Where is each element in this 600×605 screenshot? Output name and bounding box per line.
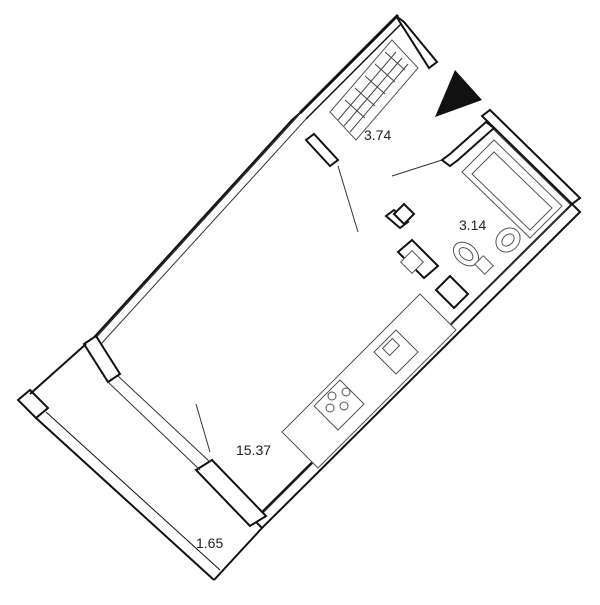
exterior-wall-right-upper [480,108,582,211]
kitchen-counter [281,293,457,469]
balcony-door [82,334,268,528]
hall-partition [304,132,443,233]
area-label-bathroom: 3.14 [459,217,486,233]
bathroom-sink [495,227,521,253]
bathtub [461,139,563,239]
bathroom-walls [384,120,496,310]
kitchen-stove [313,379,365,431]
hall-window-hatch [329,39,419,141]
area-label-balcony: 1.65 [196,535,223,551]
kitchen-sink [373,329,419,375]
balcony-walls [16,343,263,581]
entrance-arrow-icon [435,70,482,117]
toilet [452,241,494,275]
hall-outer-wall [298,13,439,120]
area-label-hall: 3.74 [364,127,391,143]
exterior-wall-left [86,112,307,346]
area-label-living: 15.37 [236,442,271,458]
